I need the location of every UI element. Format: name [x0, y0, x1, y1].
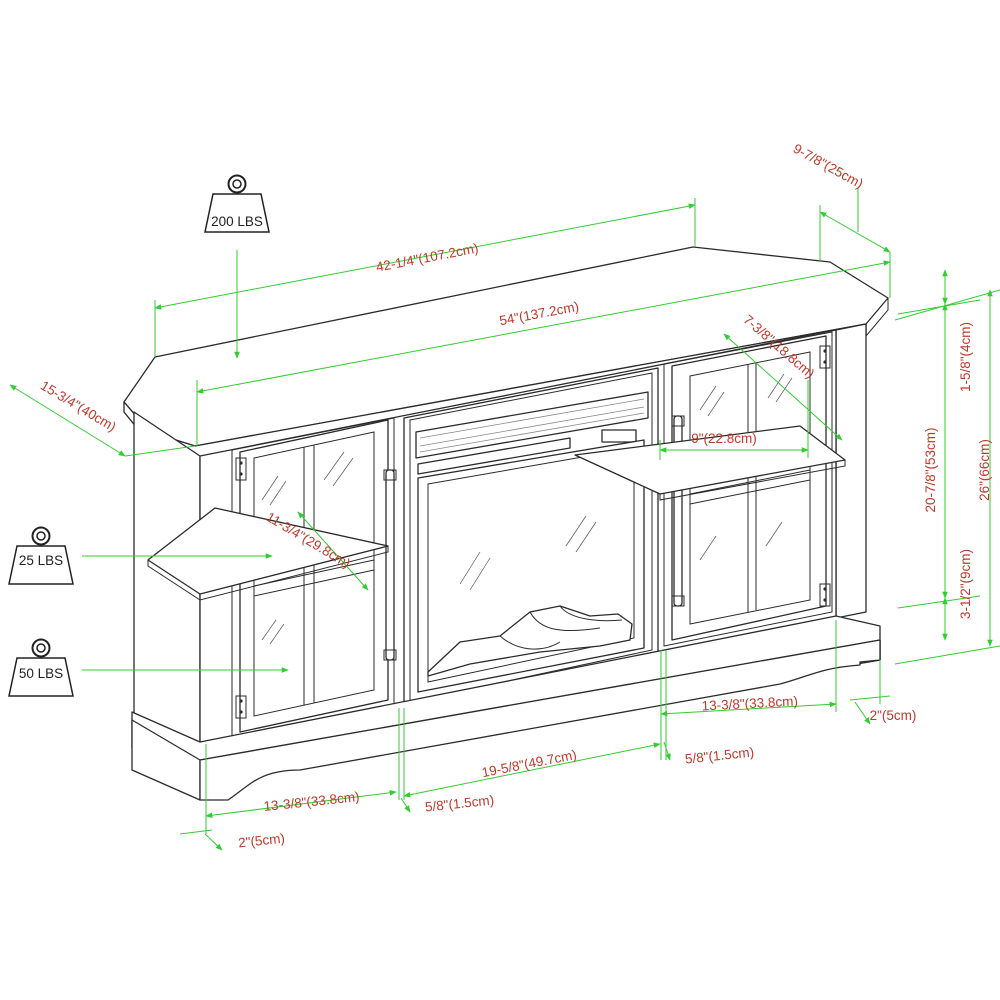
- weight-badge-top: 200 LBS: [204, 174, 270, 233]
- dim-top-front-width: 42-1/4"(107.2cm): [375, 240, 480, 274]
- tv-stand-drawing: [123, 246, 889, 801]
- weight-label-bottom: 50 LBS: [19, 666, 63, 681]
- dim-left-gap: 5/8"(1.5cm): [424, 792, 495, 814]
- weight-label-top: 200 LBS: [211, 214, 263, 229]
- dim-left-base-offset: 2"(5cm): [237, 831, 285, 851]
- left-door-handle: [385, 469, 395, 661]
- weight-badge-bottom: 50 LBS: [8, 638, 74, 697]
- dim-right-door-width: 13-3/8"(33.8cm): [701, 693, 798, 713]
- dim-overall-height: 26"(66cm): [977, 439, 992, 501]
- dim-top-side-depth: 9-7/8"(25cm): [791, 141, 866, 192]
- dim-overall-depth: 15-3/4"(40cm): [38, 378, 119, 435]
- dim-right-base-offset: 2"(5cm): [870, 708, 917, 723]
- weight-label-shelf: 25 LBS: [19, 553, 63, 568]
- dim-inner-shelf-width: 9"(22.8cm): [691, 431, 757, 446]
- dimension-lines: [9, 188, 1000, 851]
- right-side-panel: [835, 323, 867, 619]
- dim-right-gap: 5/8"(1.5cm): [684, 744, 755, 766]
- fireplace-control-panel: [601, 429, 637, 443]
- dim-top-thickness: 1-5/8"(4cm): [958, 322, 973, 392]
- dim-base-height: 3-1/2"(9cm): [958, 549, 973, 619]
- dim-cabinet-height: 20-7/8"(53cm): [923, 427, 938, 512]
- weight-badge-shelf: 25 LBS: [8, 526, 74, 585]
- dim-fireplace-width: 19-5/8"(49.7cm): [480, 747, 577, 780]
- dim-left-door-width: 13-3/8"(33.8cm): [263, 789, 360, 814]
- fireplace-logs: [427, 605, 633, 677]
